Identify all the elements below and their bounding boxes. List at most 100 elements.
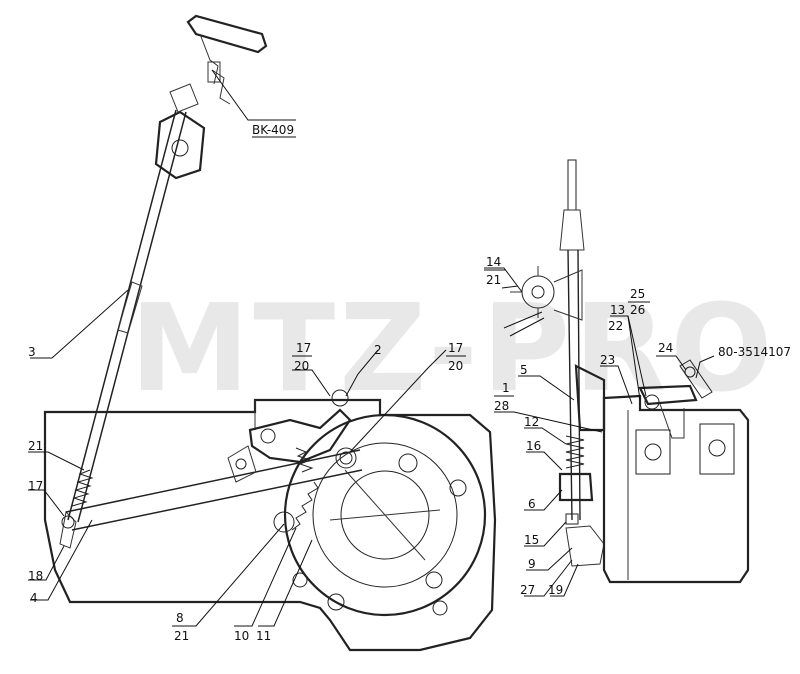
callout-labels: BK-409 3 21 17 18 4 17 20 2 17 20 8 21 1… [28, 123, 791, 643]
top-lever [679, 359, 713, 399]
leader-23 [600, 365, 633, 405]
center-line-b [329, 509, 441, 521]
valve-port [708, 439, 726, 457]
sprocket-hub [531, 285, 545, 299]
label-1: 1 [502, 381, 510, 395]
sprocket-bracket [553, 269, 583, 321]
label-15: 15 [524, 533, 539, 547]
upper-spring [295, 447, 314, 473]
t-handle [186, 14, 268, 54]
label-11: 11 [256, 629, 271, 643]
link-pin [61, 515, 75, 529]
valve-block [602, 394, 750, 584]
leader-8 [174, 523, 285, 627]
label-27: 27 [520, 583, 535, 597]
label-2: 2 [374, 343, 382, 357]
leader-80 [695, 355, 715, 379]
label-17: 17 [448, 341, 463, 355]
rod-clamp [154, 110, 206, 180]
lever-link [659, 403, 685, 439]
leader-lines [28, 69, 715, 627]
leader-3 [30, 289, 129, 359]
linkage-bracket [248, 408, 352, 464]
label-21: 21 [28, 439, 43, 453]
flange-bolt [292, 572, 308, 588]
rod-top [567, 159, 577, 211]
leader-13 [610, 315, 641, 401]
label-16: 16 [526, 439, 541, 453]
label-24: 24 [658, 341, 673, 355]
label-19: 19 [548, 583, 563, 597]
spring-eye-top [335, 447, 357, 469]
lower-spring [71, 469, 94, 507]
lever-pin [684, 366, 696, 378]
label-22: 22 [608, 319, 623, 333]
flange-bolt [449, 479, 467, 497]
label-4: 4 [30, 591, 38, 605]
handle-link [211, 69, 231, 105]
pivot-pin [331, 389, 349, 407]
label-17: 17 [296, 341, 311, 355]
lever-pin [644, 394, 660, 410]
label-17: 17 [28, 479, 43, 493]
rod-sleeve [117, 281, 143, 334]
leader-2 [345, 349, 379, 397]
upper-bracket [169, 83, 199, 113]
label-5: 5 [520, 363, 528, 377]
leader-4 [30, 519, 93, 601]
nut [565, 513, 579, 525]
label-bk409: BK-409 [252, 123, 294, 137]
leader-10 [234, 527, 297, 627]
leader-17a [28, 489, 65, 517]
label-8: 8 [176, 611, 184, 625]
leader-18 [28, 545, 65, 581]
flange-bolt [398, 453, 418, 473]
valve-cell-left [635, 429, 671, 475]
label-21: 21 [486, 273, 501, 287]
label-20: 20 [294, 359, 309, 373]
link-lever [65, 449, 363, 531]
spring-eye [273, 511, 295, 533]
flange-bolt [425, 571, 443, 589]
flange-bolt [432, 600, 448, 616]
leader-14-arrows [503, 311, 545, 337]
diagonal-spring [291, 481, 319, 531]
watermark: MTZ-PRO [130, 280, 776, 419]
rod-fork [559, 209, 585, 251]
leader-9 [526, 547, 573, 571]
spring-collar [558, 472, 594, 502]
clip-block [207, 61, 221, 83]
stack-spring [565, 435, 585, 469]
label-13: 13 [610, 303, 625, 317]
sprocket-teeth [510, 266, 539, 318]
valve-cell-right [699, 423, 735, 475]
valve-port [644, 443, 662, 461]
leader-15 [524, 521, 567, 547]
small-plate [227, 445, 257, 483]
label-21: 21 [174, 629, 189, 643]
leader-1 [494, 411, 603, 433]
label-9: 9 [528, 557, 536, 571]
leader-11 [258, 539, 313, 627]
label-6: 6 [528, 497, 536, 511]
label-14: 14 [486, 255, 501, 269]
label-3: 3 [28, 345, 36, 359]
leader-5 [518, 375, 575, 401]
leader-17b [292, 369, 331, 397]
leader-16 [526, 451, 563, 471]
flange-bolt [327, 593, 345, 611]
leader-bk409 [211, 69, 296, 121]
label-80-3514107: 80-3514107 [718, 345, 791, 359]
right-assembly [510, 159, 750, 584]
flange-bolt [339, 451, 353, 465]
leader-6 [524, 489, 563, 511]
flange-inner [340, 470, 430, 560]
label-23: 23 [600, 353, 615, 367]
leader-25 [627, 315, 647, 397]
clamp-bolt [171, 139, 189, 157]
label-18: 18 [28, 569, 43, 583]
label-20: 20 [448, 359, 463, 373]
leader-24 [656, 355, 687, 371]
leader-12 [524, 427, 567, 445]
